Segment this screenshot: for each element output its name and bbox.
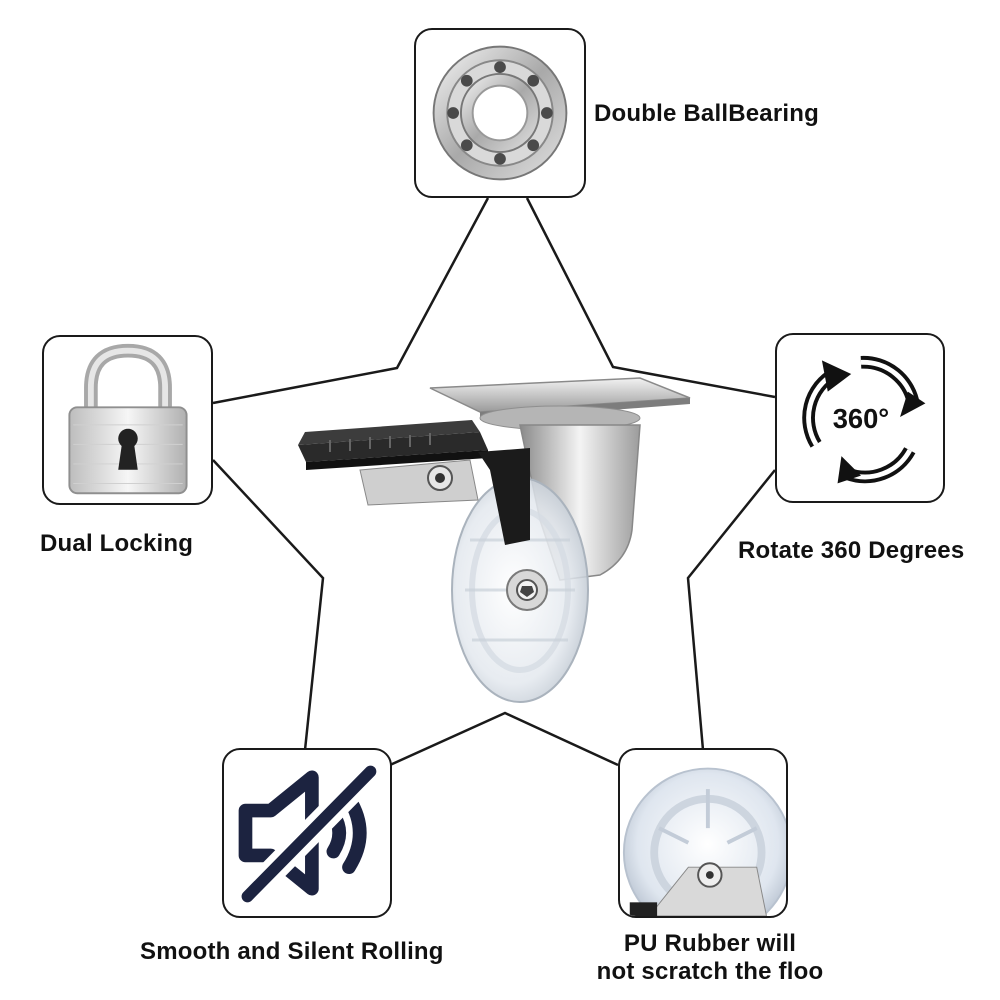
padlock-icon [68,343,188,495]
ball-bearing-icon [432,45,568,181]
sound-off-icon [238,762,380,906]
rotate-360-text: 360° [833,403,890,434]
silent-rolling-card [222,748,392,918]
rubber-label: PU Rubber will not scratch the floo [590,930,830,986]
rubber-label-line1: PU Rubber will [623,930,797,957]
dual-locking-card [42,335,213,505]
clear-wheel-icon [622,767,786,916]
rubber-label-line2: not scratch the floo [596,958,824,985]
silent-label: Smooth and Silent Rolling [140,938,444,965]
pu-rubber-card [618,748,788,918]
locking-label: Dual Locking [40,530,194,557]
ball-bearing-card [414,28,586,198]
rotate-label: Rotate 360 Degrees [738,537,965,564]
rotate-360-icon: 360° [802,355,926,484]
bearing-label: Double BallBearing [594,100,819,127]
rotate-360-card: 360° [775,333,945,503]
